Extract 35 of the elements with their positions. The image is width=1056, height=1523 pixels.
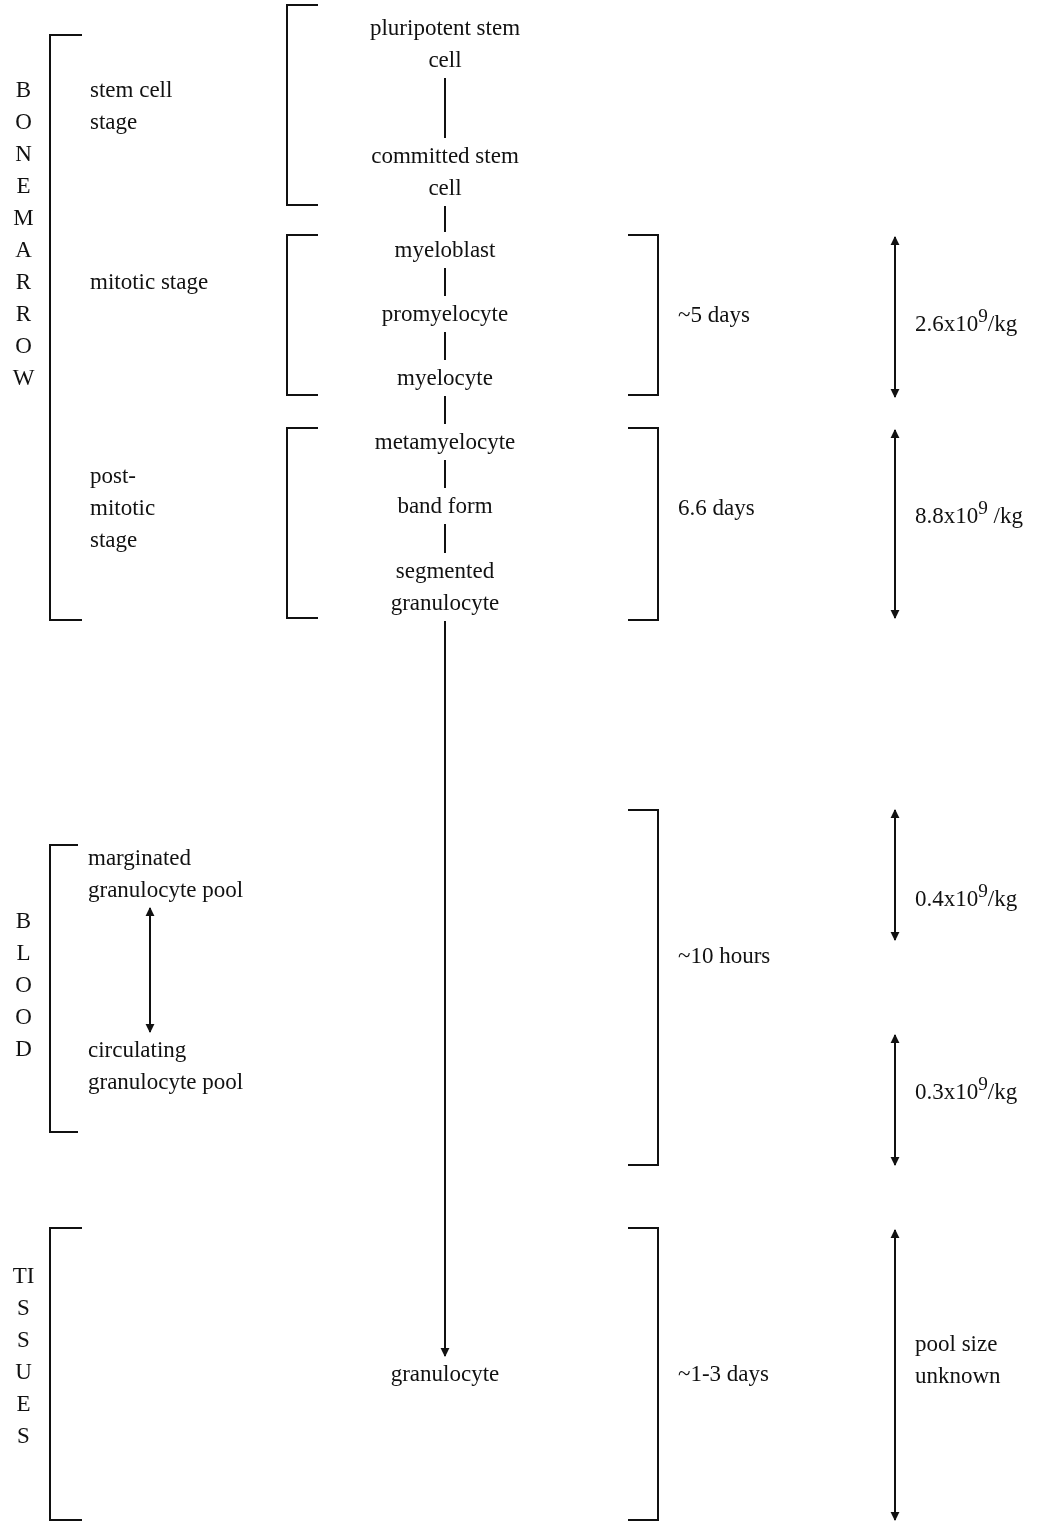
annotation-label: post-mitotic stage bbox=[90, 462, 157, 554]
cell-stage-label: segmented granulocyte bbox=[345, 555, 545, 619]
cell-stage-label: marginated granulocyte pool bbox=[88, 842, 248, 906]
connector-line bbox=[444, 267, 446, 297]
annotation-label: 6.6 days bbox=[678, 494, 756, 522]
cell-stage-label: band form bbox=[345, 490, 545, 522]
cell-stage-label: granulocyte bbox=[345, 1358, 545, 1390]
annotation-label: ~1-3 days bbox=[678, 1360, 770, 1388]
annotation-label: pool size unknown bbox=[915, 1330, 1002, 1390]
annotation-label: 8.8x10$^{9}$ /kg bbox=[915, 496, 1024, 530]
cell-stage-label: myelocyte bbox=[345, 362, 545, 394]
vertical-section-label: TISSUES bbox=[12, 1262, 35, 1450]
connector-line bbox=[444, 205, 446, 233]
arrow bbox=[440, 620, 450, 1357]
annotation-label: 0.3x10$^{9}$/kg bbox=[915, 1072, 1019, 1106]
cell-stage-label: pluripotent stem cell bbox=[355, 12, 535, 76]
vertical-section-label: BONE MARROW bbox=[12, 76, 35, 392]
connector-line bbox=[444, 459, 446, 489]
arrow bbox=[145, 907, 155, 1033]
annotation-label: 2.6x10$^{9}$/kg bbox=[915, 304, 1019, 338]
annotation-label: 0.4x10$^{9}$/kg bbox=[915, 879, 1019, 913]
annotation-label: ~5 days bbox=[678, 301, 751, 329]
annotation-label: mitotic stage bbox=[90, 268, 210, 296]
connector-line bbox=[444, 523, 446, 554]
cell-stage-label: committed stem cell bbox=[355, 140, 535, 204]
connector-line bbox=[444, 395, 446, 425]
annotation-label: ~10 hours bbox=[678, 942, 772, 970]
cell-stage-label: circulating granulocyte pool bbox=[88, 1034, 248, 1098]
cell-stage-label: myeloblast bbox=[345, 234, 545, 266]
connector-line bbox=[444, 331, 446, 361]
annotation-label: stem cell stage bbox=[90, 76, 174, 136]
cell-stage-label: promyelocyte bbox=[345, 298, 545, 330]
connector-line bbox=[444, 77, 446, 139]
cell-stage-label: metamyelocyte bbox=[335, 426, 555, 458]
vertical-section-label: BLOOD bbox=[14, 907, 33, 1063]
